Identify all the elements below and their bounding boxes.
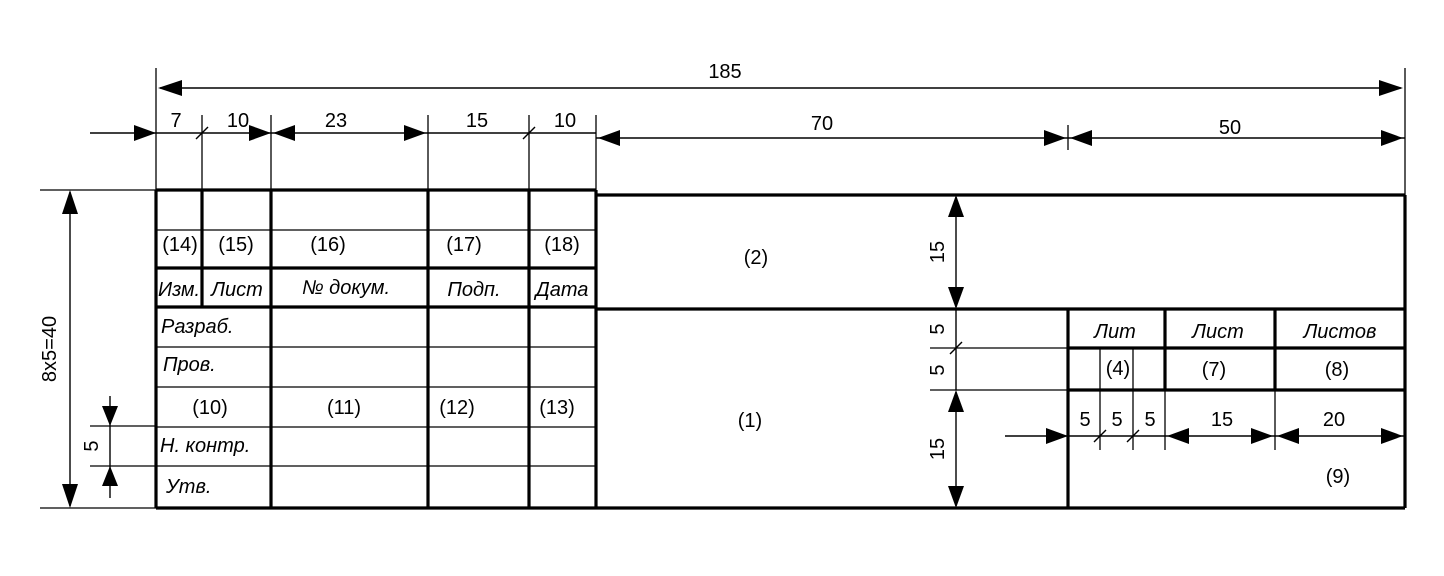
ref-14: (14) (162, 234, 198, 256)
ref-10: (10) (192, 397, 228, 419)
ref-13: (13) (539, 397, 575, 419)
dim-col-10b: 10 (554, 110, 576, 132)
ref-12: (12) (439, 397, 475, 419)
dim-col-15: 15 (466, 110, 488, 132)
dim-right-chain: 5 5 5 15 20 (1005, 390, 1406, 450)
dim-col-70: 70 (811, 113, 833, 135)
dim-col-50: 50 (1219, 117, 1241, 139)
dim-center-5a: 5 (927, 323, 949, 334)
right-headers: Лит Лист Листов (1092, 321, 1376, 343)
dim-col-10a: 10 (227, 110, 249, 132)
ref-17: (17) (446, 234, 482, 256)
dim-col-7: 7 (170, 110, 181, 132)
ref-4: (4) (1106, 358, 1130, 380)
dim-right-15: 15 (1211, 409, 1233, 431)
right-lit: Лит (1092, 321, 1136, 343)
dim-center-15b: 15 (927, 438, 949, 460)
dim-8x5-label: 8x5=40 (39, 316, 61, 382)
dim-185-label: 185 (708, 61, 741, 83)
dim-right-5a: 5 (1079, 409, 1090, 431)
ref-16: (16) (310, 234, 346, 256)
dim-total-width: 185 (158, 61, 1403, 96)
header-izm: Изм. (158, 279, 200, 301)
header-sign: Подп. (447, 279, 500, 301)
row-razrab: Разраб. (161, 316, 233, 338)
ref-18: (18) (544, 234, 580, 256)
column-headers: Изм. Лист № докум. Подп. Дата (158, 277, 588, 301)
row-nkontr: Н. контр. (160, 435, 250, 457)
right-listov: Листов (1302, 321, 1377, 343)
title-block-frame (154, 188, 1407, 510)
dim-row-5-label: 5 (81, 440, 103, 451)
dim-row-height: 5 (81, 396, 118, 498)
ref-15: (15) (218, 234, 254, 256)
dim-center-15a: 15 (927, 241, 949, 263)
reference-numbers: (14) (15) (16) (17) (18) (2) (10) (11) (… (162, 234, 1350, 488)
dim-right-5b: 5 (1111, 409, 1122, 431)
ref-8: (8) (1325, 359, 1349, 381)
dim-column-chain: 7 10 23 15 10 70 50 (90, 110, 1405, 146)
dim-center-5b: 5 (927, 364, 949, 375)
row-prov: Пров. (163, 354, 216, 376)
header-doc: № докум. (302, 277, 390, 299)
dim-center-vertical: 15 5 5 15 (927, 195, 964, 508)
dim-total-height: 8x5=40 (39, 190, 78, 508)
ref-7: (7) (1202, 359, 1226, 381)
dim-col-23: 23 (325, 110, 347, 132)
ref-11: (11) (327, 397, 361, 419)
header-list: Лист (209, 279, 263, 301)
dim-right-5c: 5 (1144, 409, 1155, 431)
right-list: Лист (1190, 321, 1244, 343)
row-labels: Разраб. Пров. Н. контр. Утв. (160, 316, 250, 498)
ref-2: (2) (744, 247, 768, 269)
row-utv: Утв. (165, 476, 211, 498)
dim-right-20: 20 (1323, 409, 1345, 431)
ref-1: (1) (738, 410, 762, 432)
ref-9: (9) (1326, 466, 1350, 488)
header-date: Дата (534, 279, 589, 301)
extension-lines (40, 68, 1406, 509)
